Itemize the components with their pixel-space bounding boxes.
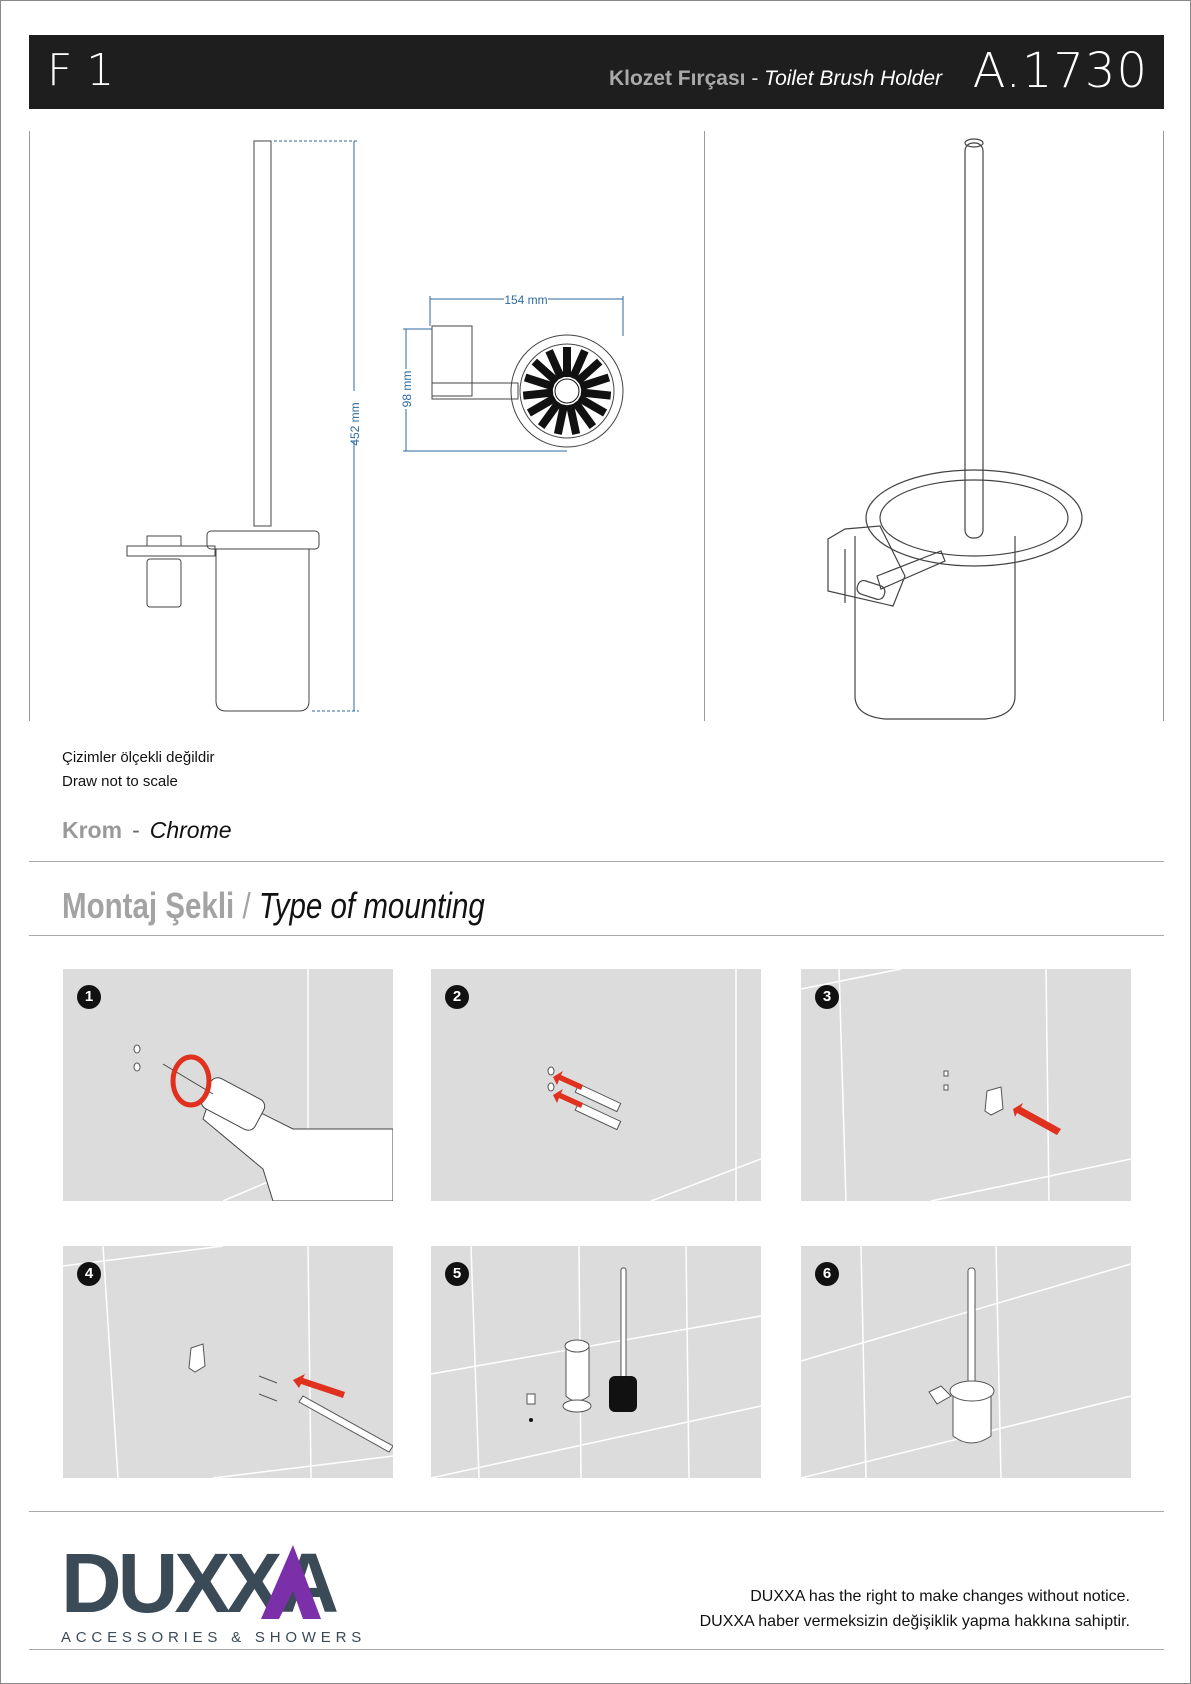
cup-rim-side — [206, 530, 320, 550]
title-separator: - — [751, 67, 759, 90]
finish-en: Chrome — [149, 817, 232, 843]
product-3d-view — [827, 138, 1083, 720]
step-4-illustration — [63, 1246, 393, 1478]
step-badge-2: 2 — [445, 985, 469, 1009]
logo-accent-mark — [261, 1545, 321, 1619]
frame-line-left — [29, 131, 30, 721]
dim-height-label: 452 mm — [348, 402, 362, 445]
cup-rim-3d — [865, 469, 1083, 567]
product-code: A.1730 — [972, 43, 1148, 99]
step-5-illustration — [431, 1246, 761, 1478]
mounting-title-tr: Montaj Şekli — [62, 885, 235, 926]
mounting-step-1: 1 — [63, 969, 393, 1201]
wall-mount-side — [146, 558, 182, 608]
brush-handle-3d — [964, 142, 984, 539]
step-6-illustration — [801, 1246, 1131, 1478]
step-badge-1: 1 — [77, 985, 101, 1009]
scale-note-en: Draw not to scale — [62, 773, 178, 790]
wall-bracket-3d — [827, 525, 906, 607]
disclaimer-en: DUXXA has the right to make changes with… — [750, 1588, 1130, 1605]
product-title: Klozet Fırçası - Toilet Brush Holder — [609, 67, 942, 91]
divider-4 — [29, 1649, 1164, 1650]
series-label: F1 — [47, 45, 129, 96]
finish-tr: Krom — [62, 817, 123, 843]
divider-2 — [29, 935, 1164, 936]
mounting-step-3: 3 — [801, 969, 1131, 1201]
technical-drawing: 154 mm 452 mm 98 mm — [126, 140, 624, 712]
mounting-separator: / — [242, 885, 251, 926]
cup-body-3d — [854, 536, 1016, 720]
cup-body-side — [215, 549, 310, 712]
product-title-tr: Klozet Fırçası — [608, 67, 746, 90]
step-badge-6: 6 — [815, 1262, 839, 1286]
brush-handle-side — [253, 140, 272, 527]
divider-3 — [29, 1511, 1164, 1512]
cup-top-view — [510, 334, 624, 448]
arm-side — [126, 545, 216, 557]
mounting-title: Montaj Şekli / Type of mounting — [62, 885, 485, 927]
place-arrow — [1013, 1103, 1061, 1135]
dim-depth-label: 98 mm — [400, 371, 414, 408]
step-badge-3: 3 — [815, 985, 839, 1009]
mounting-step-4: 4 — [63, 1246, 393, 1478]
header-bar: F1 Klozet Fırçası - Toilet Brush Holder … — [29, 35, 1164, 109]
bracket-top-view — [431, 325, 473, 397]
mounting-step-2: 2 — [431, 969, 761, 1201]
insert-arrows — [553, 1071, 583, 1108]
arm-3d — [876, 550, 946, 590]
scale-note-tr: Çizimler ölçekli değildir — [62, 749, 215, 766]
screw-arrow — [293, 1374, 345, 1398]
step-badge-5: 5 — [445, 1262, 469, 1286]
product-title-en: Toilet Brush Holder — [764, 67, 942, 90]
brush-head-icon — [609, 1376, 637, 1412]
frame-line-right — [1163, 131, 1164, 721]
frame-line-middle — [704, 131, 705, 721]
arm-top-view — [431, 382, 519, 400]
brush-bristles-top — [522, 347, 612, 435]
dim-width-label: 154 mm — [504, 293, 547, 307]
logo-tagline: ACCESSORIES & SHOWERS — [61, 1629, 367, 1646]
step-3-illustration — [801, 969, 1131, 1201]
divider-1 — [29, 861, 1164, 862]
mounting-title-en: Type of mounting — [258, 885, 485, 926]
finish-label: Krom-Chrome — [62, 817, 232, 844]
step-2-illustration — [547, 969, 761, 1201]
mounting-step-5: 5 — [431, 1246, 761, 1478]
step-1-illustration — [133, 969, 393, 1201]
finish-separator: - — [132, 817, 140, 843]
rotation-arrow — [170, 1054, 212, 1108]
disclaimer-tr: DUXXA haber vermeksizin değişiklik yapma… — [699, 1613, 1130, 1630]
mounting-step-6: 6 — [801, 1246, 1131, 1478]
bracket-top-side — [146, 535, 182, 547]
step-badge-4: 4 — [77, 1262, 101, 1286]
